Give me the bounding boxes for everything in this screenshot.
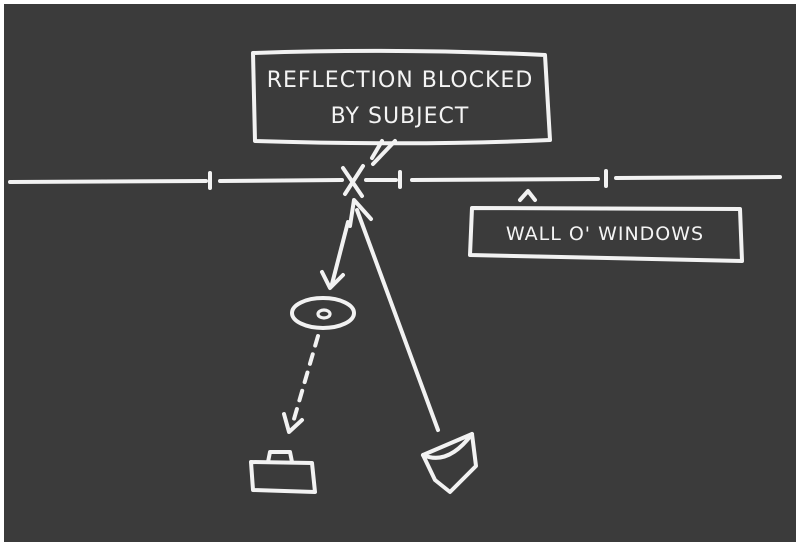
window-wall bbox=[8, 169, 782, 190]
reflection-arrow-to-subject bbox=[320, 220, 350, 290]
reflection-callout-line2: BY SUBJECT bbox=[331, 104, 470, 129]
wall-segment-1 bbox=[8, 179, 208, 184]
reflection-callout-pointer bbox=[370, 139, 397, 166]
reflection-callout-line1: REFLECTION BLOCKED bbox=[267, 68, 534, 93]
camera-icon bbox=[249, 450, 317, 494]
wall-segment-5 bbox=[614, 175, 782, 180]
reflection-callout-box bbox=[251, 48, 552, 146]
wall-callout-label: WALL O' WINDOWS bbox=[506, 223, 704, 245]
reflection-callout: REFLECTION BLOCKED BY SUBJECT bbox=[251, 48, 552, 166]
wall-segment-2 bbox=[218, 178, 344, 183]
light-icon bbox=[421, 432, 478, 494]
light-ray-arrow bbox=[348, 198, 440, 432]
wall-segment-4 bbox=[410, 177, 600, 182]
wall-callout-pointer bbox=[518, 189, 537, 202]
chalkboard bbox=[4, 4, 796, 542]
dashed-arrow-to-camera bbox=[282, 334, 320, 434]
wall-callout: WALL O' WINDOWS bbox=[468, 189, 744, 263]
head-top-view-icon bbox=[290, 296, 356, 330]
wall-callout-box bbox=[468, 206, 744, 263]
x-mark-icon bbox=[341, 164, 365, 198]
